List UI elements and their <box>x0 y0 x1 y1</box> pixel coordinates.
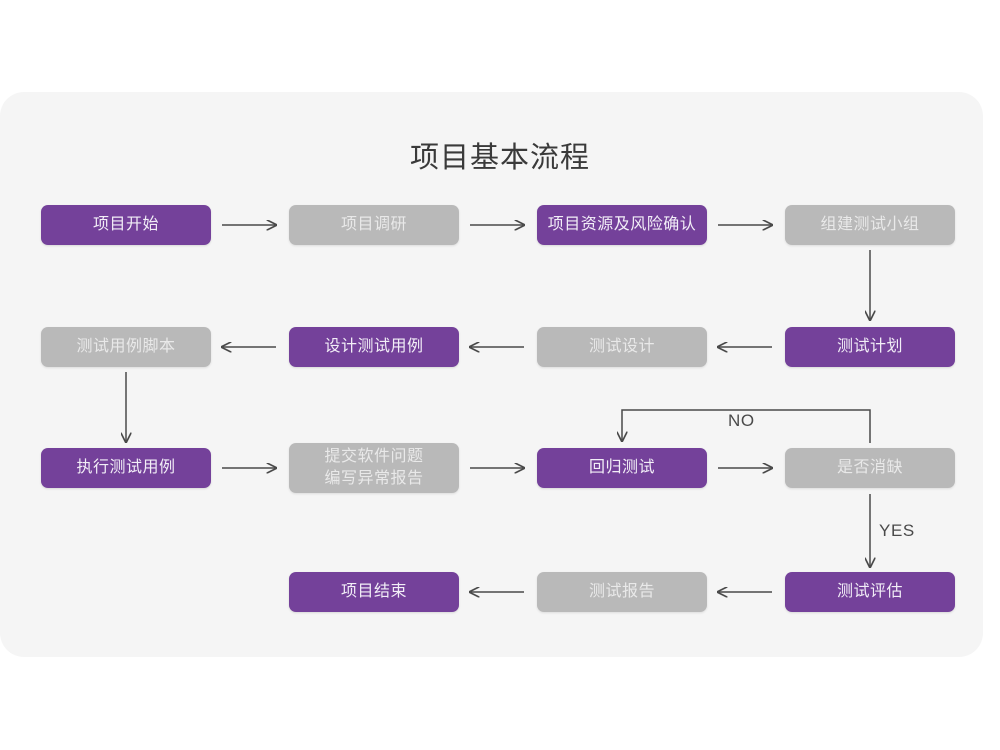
node-test-evaluation[interactable]: 测试评估 <box>785 572 955 612</box>
page-title: 项目基本流程 <box>409 142 590 174</box>
node-test-report[interactable]: 测试报告 <box>537 572 707 612</box>
node-design-test-case[interactable]: 设计测试用例 <box>289 327 459 367</box>
node-test-case-script[interactable]: 测试用例脚本 <box>41 327 211 367</box>
node-project-research[interactable]: 项目调研 <box>289 205 459 245</box>
edge-label-yes: YES <box>879 521 915 540</box>
node-test-design[interactable]: 测试设计 <box>537 327 707 367</box>
edge-label-no: NO <box>728 411 755 430</box>
node-regression-test[interactable]: 回归测试 <box>537 448 707 488</box>
node-project-end[interactable]: 项目结束 <box>289 572 459 612</box>
node-test-plan[interactable]: 测试计划 <box>785 327 955 367</box>
node-project-start[interactable]: 项目开始 <box>41 205 211 245</box>
node-resource-risk-confirm[interactable]: 项目资源及风险确认 <box>537 205 707 245</box>
arrow-no-loop <box>622 409 871 443</box>
node-submit-issue-report[interactable]: 提交软件问题 编写异常报告 <box>289 443 459 493</box>
node-defect-cleared[interactable]: 是否消缺 <box>785 448 955 488</box>
node-build-test-team[interactable]: 组建测试小组 <box>785 205 955 245</box>
node-execute-test-case[interactable]: 执行测试用例 <box>41 448 211 488</box>
diagram-canvas <box>0 92 983 657</box>
